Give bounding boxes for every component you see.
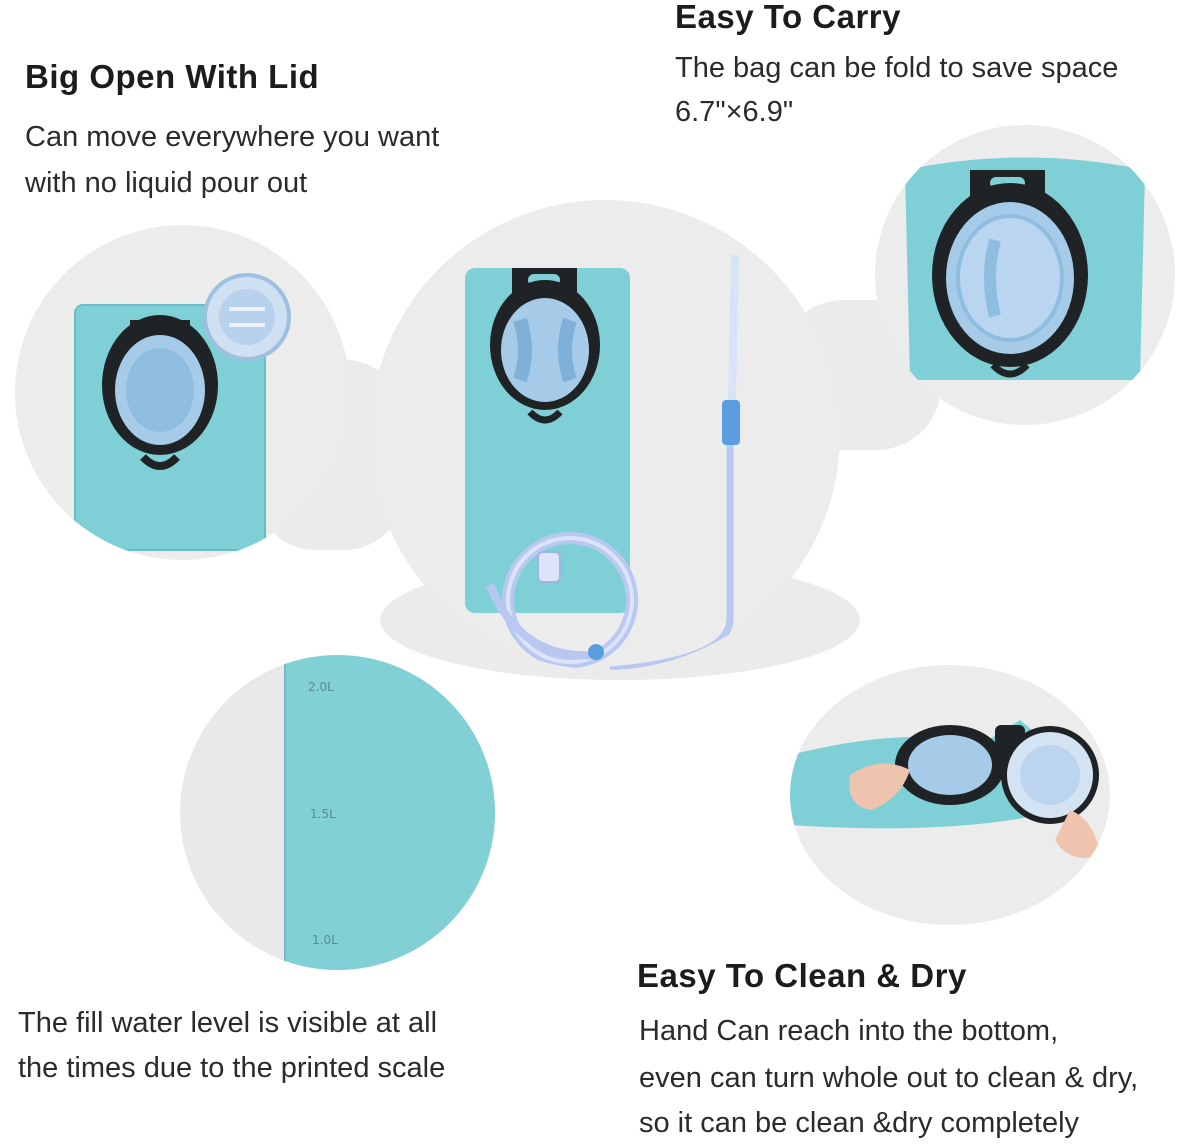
lid-description-line2: with no liquid pour out — [25, 167, 308, 199]
lid-description-line1: Can move everywhere you want — [25, 121, 440, 153]
scale-mark-1-0: 1.0L — [312, 933, 338, 947]
scale-description-line1: The fill water level is visible at all — [18, 1007, 438, 1039]
cleaning-photo — [790, 665, 1110, 925]
scale-description-line2: the times due to the printed scale — [18, 1052, 446, 1084]
scale-mark-2-0: 2.0L — [308, 680, 334, 694]
clean-description-line2: even can turn whole out to clean & dry, — [639, 1062, 1139, 1094]
open-lid-photo — [15, 225, 350, 560]
printed-scale-photo: 2.0L 1.5L 1.0L — [180, 655, 495, 970]
carry-description-line2: 6.7"×6.9" — [675, 96, 794, 128]
carry-description-line1: The bag can be fold to save space — [675, 52, 1119, 84]
lid-heading: Big Open With Lid — [25, 58, 320, 95]
bladder-with-tube-photo — [370, 200, 840, 670]
carry-heading: Easy To Carry — [675, 0, 901, 35]
scale-mark-1-5: 1.5L — [310, 807, 336, 821]
clean-description-line3: so it can be clean &dry completely — [639, 1107, 1080, 1139]
clean-heading: Easy To Clean & Dry — [637, 957, 967, 994]
folded-bag-photo — [875, 125, 1175, 425]
clean-description-line1: Hand Can reach into the bottom, — [639, 1015, 1059, 1047]
